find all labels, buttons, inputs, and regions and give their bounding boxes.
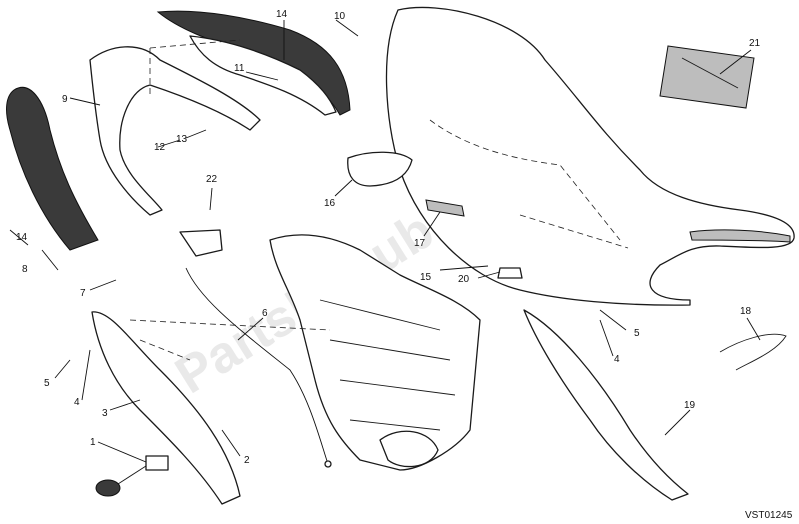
rear-subframe (89, 39, 261, 216)
callout-22: 22 (206, 174, 218, 185)
callout-14-left: 14 (16, 232, 28, 243)
callout-12: 12 (154, 142, 166, 153)
lower-left-cover (91, 311, 241, 505)
callouts: 1 2 3 4 4 5 5 6 7 8 9 10 11 12 13 14 14 … (16, 9, 761, 466)
drawing-code: VST01245 (745, 510, 793, 521)
lock-and-key (95, 455, 169, 497)
callout-15: 15 (420, 272, 432, 283)
callout-3: 3 (102, 408, 108, 419)
callout-9: 9 (62, 94, 68, 105)
callout-18: 18 (740, 306, 752, 317)
callout-14-top: 14 (276, 9, 288, 20)
callout-4-right: 4 (614, 354, 620, 365)
callout-5-left: 5 (44, 378, 50, 389)
callout-8: 8 (22, 264, 28, 275)
callout-7: 7 (80, 288, 86, 299)
callout-6: 6 (262, 308, 268, 319)
left-side-panel (6, 87, 99, 251)
passenger-pad (347, 151, 413, 187)
callout-2: 2 (244, 455, 250, 466)
assembly-lines (129, 319, 331, 361)
cable-end (324, 460, 332, 468)
leader-lines (9, 19, 761, 463)
callout-21: 21 (749, 38, 761, 49)
callout-1: 1 (90, 437, 96, 448)
tail-top-cover (156, 10, 351, 116)
callout-10: 10 (334, 11, 346, 22)
lock-bracket (179, 229, 223, 257)
callout-4-left: 4 (74, 397, 80, 408)
tether-strap (719, 333, 787, 371)
callout-5-right: 5 (634, 328, 640, 339)
callout-16: 16 (324, 198, 336, 209)
callout-20: 20 (458, 274, 470, 285)
callout-17: 17 (414, 238, 426, 249)
right-side-cover (523, 309, 689, 501)
electrics-tray (269, 234, 481, 471)
seat (385, 6, 795, 306)
seat-release-cable (185, 267, 329, 465)
grommet (497, 267, 523, 279)
callout-11: 11 (234, 63, 245, 74)
document-card (659, 45, 755, 109)
callout-19: 19 (684, 400, 696, 411)
seat-strip (425, 199, 465, 217)
callout-13: 13 (176, 134, 188, 145)
